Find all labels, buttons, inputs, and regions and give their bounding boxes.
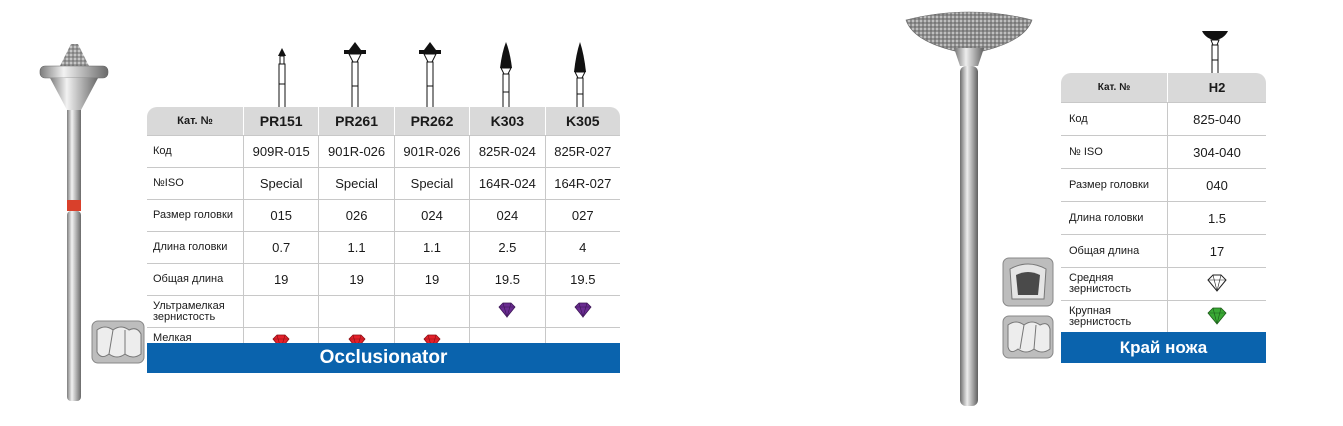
bur-silhouette-k305 xyxy=(574,42,586,108)
table-cell: 19.5 xyxy=(469,263,545,295)
tooth-occlusal-icon xyxy=(91,320,145,364)
bur-silhouette-pr151 xyxy=(278,48,286,108)
table-cell: Special xyxy=(393,167,470,199)
table-cell: 19 xyxy=(393,263,470,295)
row-label: Размер головки xyxy=(1061,168,1167,201)
table-cell: 901R-026 xyxy=(393,135,470,167)
tooth-crown-icon xyxy=(1002,257,1054,307)
row-label: Общая длина xyxy=(147,263,243,295)
row-label: Код xyxy=(147,135,243,167)
green-diamond-icon xyxy=(1207,307,1227,325)
table-cell: Special xyxy=(318,167,394,199)
table-header-row: Кат. № PR151 PR261 PR262 K303 K305 xyxy=(147,107,620,135)
table-row: № ISO 304-040 xyxy=(1061,135,1266,168)
bur-silhouette-k303 xyxy=(500,42,512,108)
table-cell: 164R-027 xyxy=(544,167,620,199)
purple-diamond-icon xyxy=(574,302,592,318)
table-cell xyxy=(469,295,545,327)
knife-edge-banner: Край ножа xyxy=(1061,332,1266,363)
column-header: H2 xyxy=(1167,73,1266,102)
table-cell: 825R-024 xyxy=(469,135,545,167)
table-row: Код 909R-015 901R-026 901R-026 825R-024 … xyxy=(147,135,620,167)
outline-diamond-icon xyxy=(1207,274,1227,292)
bur-silhouette-pr262 xyxy=(419,42,441,108)
table-cell: 4 xyxy=(544,231,620,263)
row-label: №ISO xyxy=(147,167,243,199)
table-cell xyxy=(393,295,470,327)
table-row: Средняя зернистость xyxy=(1061,267,1266,300)
table-cell: 0.7 xyxy=(243,231,319,263)
table-cell: 304-040 xyxy=(1167,135,1266,168)
purple-diamond-icon xyxy=(498,302,516,318)
column-header: PR151 xyxy=(243,107,319,135)
column-header: Кат. № xyxy=(147,107,243,135)
table-row: Длина головки 1.5 xyxy=(1061,201,1266,234)
table-cell: 024 xyxy=(469,199,545,231)
table-cell: 901R-026 xyxy=(318,135,394,167)
table-cell: 026 xyxy=(318,199,394,231)
occlusionator-bur-image xyxy=(39,44,109,401)
table-cell: 825-040 xyxy=(1167,102,1266,135)
table-cell xyxy=(544,295,620,327)
table-row: Длина головки 0.7 1.1 1.1 2.5 4 xyxy=(147,231,620,263)
table-cell: 17 xyxy=(1167,234,1266,267)
column-header: Кат. № xyxy=(1061,73,1167,102)
table-row: №ISO Special Special Special 164R-024 16… xyxy=(147,167,620,199)
table-row: Код 825-040 xyxy=(1061,102,1266,135)
table-cell: 040 xyxy=(1167,168,1266,201)
table-cell: 024 xyxy=(393,199,470,231)
row-label: Размер головки xyxy=(147,199,243,231)
table-cell: 1.1 xyxy=(318,231,394,263)
table-cell xyxy=(318,295,394,327)
table-cell: 19 xyxy=(318,263,394,295)
table-cell: 015 xyxy=(243,199,319,231)
row-label: № ISO xyxy=(1061,135,1167,168)
row-label: Ультрамелкая зернистость xyxy=(147,295,243,327)
row-label: Код xyxy=(1061,102,1167,135)
table-cell: 19.5 xyxy=(544,263,620,295)
table-cell: 164R-024 xyxy=(469,167,545,199)
bur-silhouette-pr261 xyxy=(344,42,366,108)
tooth-occlusal-icon-right xyxy=(1002,315,1054,359)
table-cell xyxy=(1167,267,1266,300)
table-cell xyxy=(243,295,319,327)
row-label: Крупная зернистость xyxy=(1061,300,1167,333)
table-row: Общая длина 19 19 19 19.5 19.5 xyxy=(147,263,620,295)
table-cell: Special xyxy=(243,167,319,199)
table-cell: 027 xyxy=(544,199,620,231)
column-header: K303 xyxy=(469,107,545,135)
table-cell: 909R-015 xyxy=(243,135,319,167)
column-header: PR261 xyxy=(318,107,394,135)
occlusionator-banner: Occlusionator xyxy=(147,343,620,373)
row-label: Длина головки xyxy=(1061,201,1167,234)
knife-edge-bur-image xyxy=(905,11,1033,406)
table-cell: 825R-027 xyxy=(544,135,620,167)
table-row: Ультрамелкая зернистость xyxy=(147,295,620,327)
column-header: PR262 xyxy=(393,107,470,135)
column-header: K305 xyxy=(544,107,620,135)
table-header-row: Кат. № H2 xyxy=(1061,73,1266,102)
table-row: Крупная зернистость xyxy=(1061,300,1266,333)
table-row: Размер головки 040 xyxy=(1061,168,1266,201)
occlusionator-spec-table: Кат. № PR151 PR261 PR262 K303 K305 Код 9… xyxy=(147,107,620,359)
table-cell: 19 xyxy=(243,263,319,295)
table-cell: 1.5 xyxy=(1167,201,1266,234)
knife-edge-spec-table: Кат. № H2 Код 825-040 № ISO 304-040 Разм… xyxy=(1061,73,1266,333)
row-label: Средняя зернистость xyxy=(1061,267,1167,300)
table-cell xyxy=(1167,300,1266,333)
table-cell: 2.5 xyxy=(469,231,545,263)
table-row: Общая длина 17 xyxy=(1061,234,1266,267)
row-label: Общая длина xyxy=(1061,234,1167,267)
row-label: Длина головки xyxy=(147,231,243,263)
table-row: Размер головки 015 026 024 024 027 xyxy=(147,199,620,231)
bur-silhouette-h2 xyxy=(1202,31,1228,75)
table-cell: 1.1 xyxy=(393,231,470,263)
